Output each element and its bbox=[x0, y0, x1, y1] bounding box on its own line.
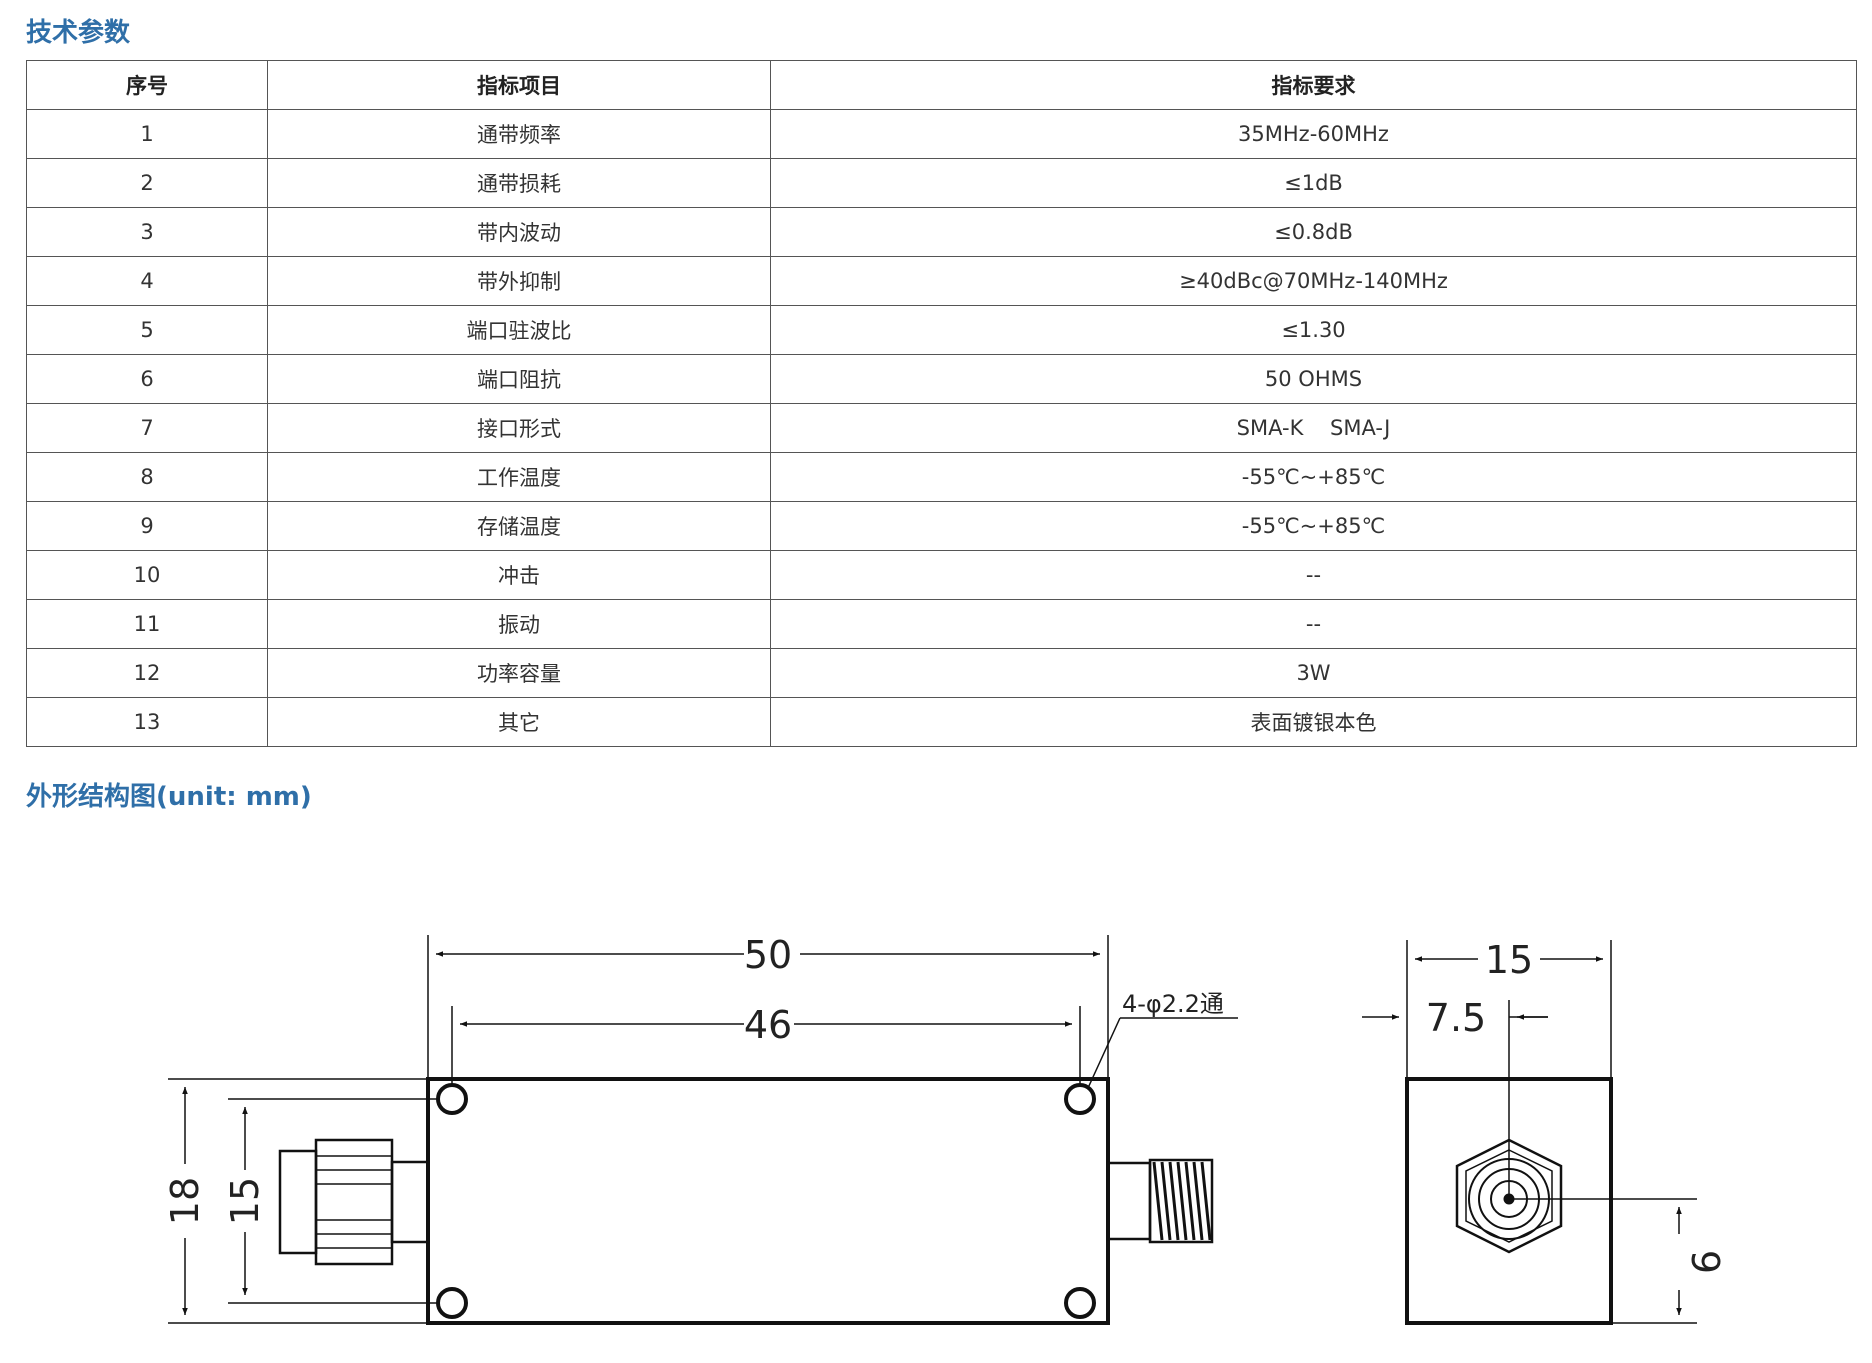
cell-no: 1 bbox=[26, 109, 268, 159]
cell-no: 2 bbox=[26, 158, 268, 208]
cell-item: 其它 bbox=[267, 697, 771, 747]
cell-item: 接口形式 bbox=[267, 403, 771, 453]
dim-half-width: 7.5 bbox=[1426, 996, 1486, 1040]
cell-requirement: 35MHz-60MHz bbox=[770, 109, 1857, 159]
section-title-drawing: 外形结构图(unit: mm) bbox=[26, 782, 312, 812]
cell-no: 12 bbox=[26, 648, 268, 698]
cell-no: 11 bbox=[26, 599, 268, 649]
cell-no: 9 bbox=[26, 501, 268, 551]
table-header-row: 序号 指标项目 指标要求 bbox=[26, 60, 1857, 110]
housing-outline bbox=[426, 1077, 1110, 1325]
cell-item: 端口驻波比 bbox=[267, 305, 771, 355]
front-dimensions bbox=[168, 935, 1238, 1324]
cell-no: 5 bbox=[26, 305, 268, 355]
cell-requirement: ≥40dBc@70MHz-140MHz bbox=[770, 256, 1857, 306]
cell-requirement: -- bbox=[770, 550, 1857, 600]
cell-requirement: 3W bbox=[770, 648, 1857, 698]
cell-requirement: 表面镀银本色 bbox=[770, 697, 1857, 747]
cell-requirement: ≤1.30 bbox=[770, 305, 1857, 355]
dim-overall-length: 50 bbox=[744, 933, 792, 977]
cell-item: 端口阻抗 bbox=[267, 354, 771, 404]
cell-item: 功率容量 bbox=[267, 648, 771, 698]
mounting-hole bbox=[1064, 1083, 1096, 1115]
cell-item: 带内波动 bbox=[267, 207, 771, 257]
front-view bbox=[278, 1077, 1214, 1325]
dim-connector-height: 9 bbox=[1683, 1250, 1727, 1274]
dim-width: 15 bbox=[1485, 938, 1533, 982]
dim-overall-height: 18 bbox=[163, 1177, 207, 1225]
column-header-item: 指标项目 bbox=[267, 60, 771, 110]
cell-no: 6 bbox=[26, 354, 268, 404]
cell-requirement: ≤0.8dB bbox=[770, 207, 1857, 257]
cell-requirement: -55℃~+85℃ bbox=[770, 501, 1857, 551]
cell-item: 带外抑制 bbox=[267, 256, 771, 306]
cell-requirement: -55℃~+85℃ bbox=[770, 452, 1857, 502]
cell-item: 存储温度 bbox=[267, 501, 771, 551]
cell-requirement: SMA-K SMA-J bbox=[770, 403, 1857, 453]
cell-item: 振动 bbox=[267, 599, 771, 649]
cell-item: 冲击 bbox=[267, 550, 771, 600]
column-header-no: 序号 bbox=[26, 60, 268, 110]
cell-item: 通带损耗 bbox=[267, 158, 771, 208]
dim-hole-spacing-height: 15 bbox=[223, 1177, 267, 1225]
sma-k-connector bbox=[1106, 1158, 1214, 1244]
outline-drawing: 50 46 4-φ2.2通 18 15 15 7.5 9 bbox=[163, 933, 1727, 1325]
side-dimensions bbox=[1362, 940, 1697, 1324]
cell-no: 3 bbox=[26, 207, 268, 257]
cell-item: 通带频率 bbox=[267, 109, 771, 159]
cell-requirement: ≤1dB bbox=[770, 158, 1857, 208]
mounting-hole bbox=[436, 1083, 468, 1115]
cell-no: 13 bbox=[26, 697, 268, 747]
cell-requirement: -- bbox=[770, 599, 1857, 649]
cell-no: 4 bbox=[26, 256, 268, 306]
cell-no: 7 bbox=[26, 403, 268, 453]
cell-no: 8 bbox=[26, 452, 268, 502]
sma-j-connector bbox=[278, 1138, 430, 1266]
dim-hole-spacing-length: 46 bbox=[744, 1003, 792, 1047]
connector-hex-nut bbox=[1455, 1138, 1563, 1254]
section-title-specs: 技术参数 bbox=[26, 18, 131, 48]
mounting-hole bbox=[1064, 1287, 1096, 1319]
mounting-hole bbox=[436, 1287, 468, 1319]
column-header-requirement: 指标要求 bbox=[770, 60, 1857, 110]
hole-callout: 4-φ2.2通 bbox=[1122, 990, 1224, 1018]
cell-requirement: 50 OHMS bbox=[770, 354, 1857, 404]
cell-no: 10 bbox=[26, 550, 268, 600]
cell-item: 工作温度 bbox=[267, 452, 771, 502]
